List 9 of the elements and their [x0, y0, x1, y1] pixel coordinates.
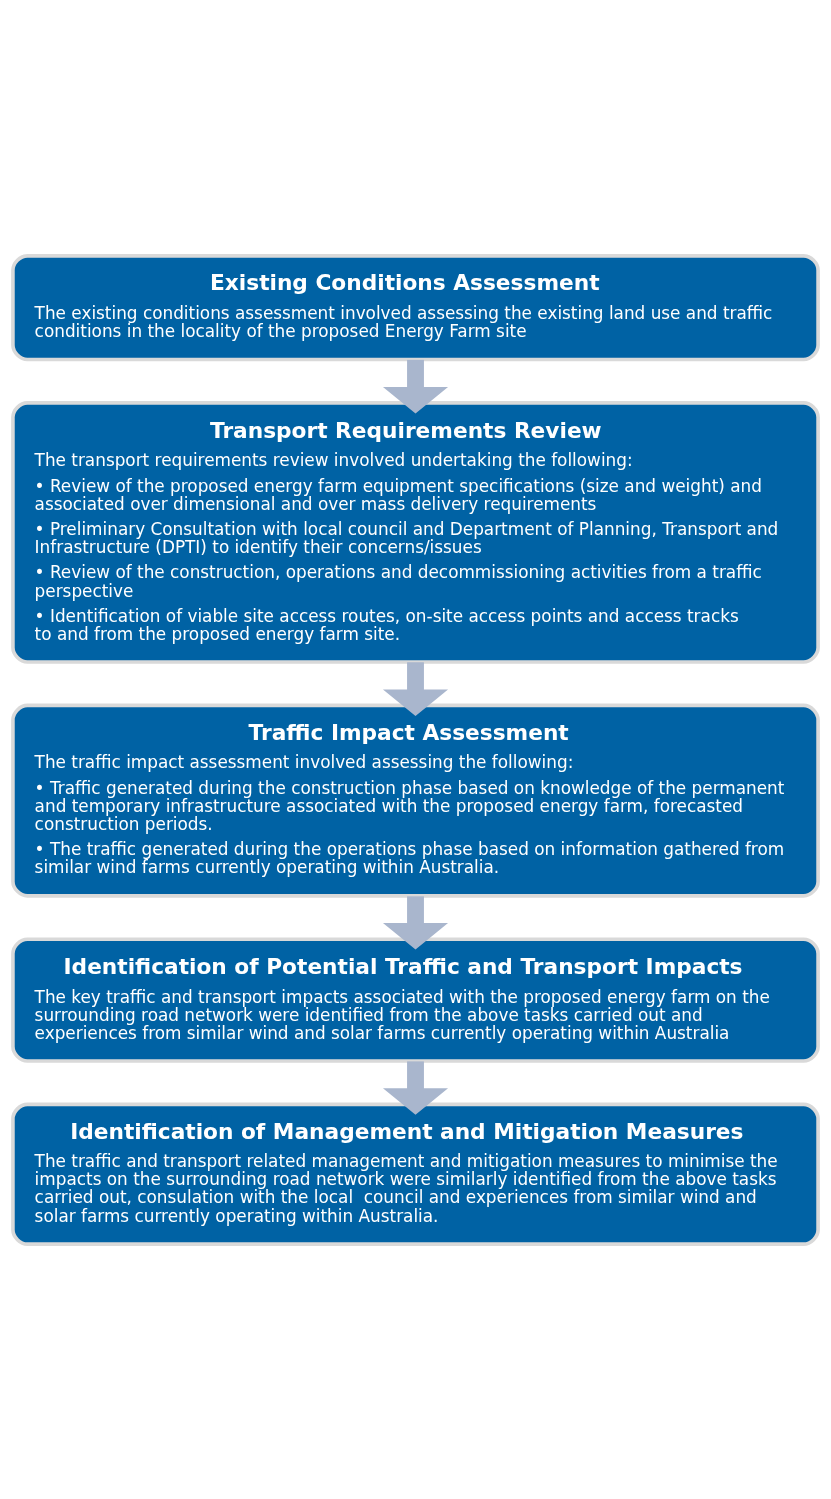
- node-box: Traffic Impact Assessment The traffic impact assessment involved assessing the following: • Traffic generated during the construction phase based on knowledge of the permanent and temporary infrastructure associated with the proposed energy farm, forecasted construction periods. • The traffic generated during the operations phase based on information gathered from similar wind farms currently operating within Australia.: [11, 703, 820, 898]
- node-box: Identification of Potential Traffic and Transport Impacts The key traffic and transport impacts associated with the proposed energy farm on the surrounding road network were identified from the above tasks carried out and experiences from similar wind and solar farms currently operating within Australia: [11, 936, 820, 1063]
- arrow: [382, 895, 449, 950]
- arrow: [382, 661, 449, 716]
- arrow: [382, 359, 449, 414]
- node-box: Existing Conditions Assessment The existing conditions assessment involved assessing the existing land use and traffic conditions in the locality of the proposed Energy Farm site: [11, 253, 820, 361]
- node-box: Identification of Management and Mitigation Measures The traffic and transport related management and mitigation measures to minimise the impacts on the surrounding road network were similarly identified from the above tasks carried out, consulation with the local council and experiences from similar wind and solar farms currently operating within Australia.: [11, 1102, 820, 1246]
- node-box: Transport Requirements Review The transport requirements review involved undertaking the following: • Review of the proposed energy farm equipment specifications (size and weight) and associated over dimensional and over mass delivery requirements • Preliminary Consultation with local council and Department of Planning, Transport and Infrastructure (DPTI) to identify their concerns/issues • Review of the construction, operations and decommissioning activities from a traffic perspective • Identification of viable site access routes, on-site access points and access tracks to and from the proposed energy farm site.: [11, 400, 820, 664]
- arrow: [382, 1060, 449, 1115]
